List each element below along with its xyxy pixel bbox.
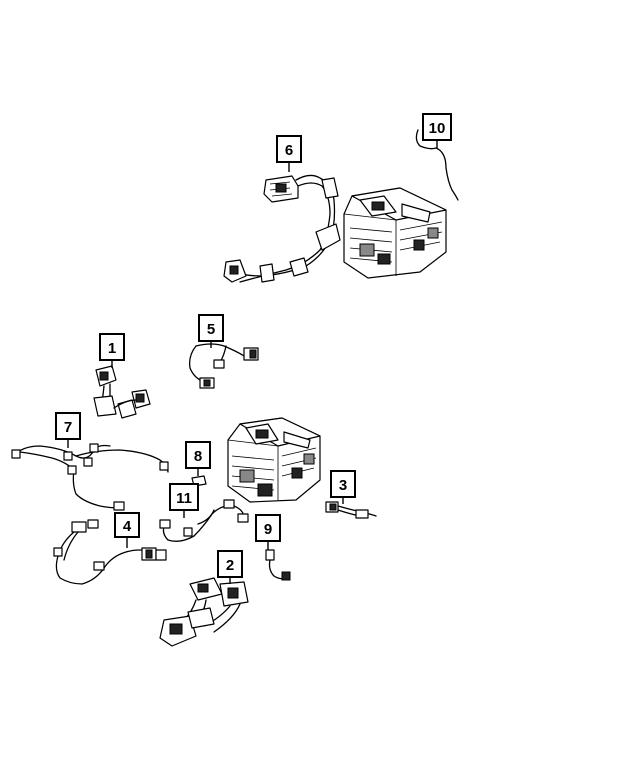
callout-8-label: 8 (194, 448, 202, 465)
callout-11-label: 11 (176, 490, 192, 507)
callout-9: 9 (255, 514, 281, 542)
callout-2-label: 2 (226, 557, 234, 574)
part-1-harness (93, 365, 151, 419)
callout-9-label: 9 (264, 521, 272, 538)
callout-5: 5 (198, 314, 224, 342)
callout-6: 6 (276, 135, 302, 163)
callout-2: 2 (217, 550, 243, 578)
leader-lines (67, 140, 438, 584)
part-6-harness (223, 174, 341, 283)
callout-1-label: 1 (108, 340, 116, 357)
callout-4-label: 4 (123, 518, 132, 535)
lower-power-module (227, 417, 321, 503)
callout-7: 7 (55, 412, 81, 440)
part-7-harness (11, 443, 169, 511)
callout-7-label: 7 (64, 419, 72, 436)
callout-8: 8 (185, 441, 211, 469)
callout-4: 4 (114, 512, 140, 538)
callout-3-label: 3 (339, 477, 347, 494)
part-5-harness (188, 343, 259, 389)
part-4-harness (53, 519, 167, 585)
part-2-assembly (159, 577, 249, 647)
part-11-harness (159, 499, 249, 542)
callout-10: 10 (422, 113, 452, 141)
callout-5-label: 5 (207, 321, 215, 338)
callout-6-label: 6 (285, 142, 293, 159)
part-9-sensor (265, 549, 291, 581)
callout-10-label: 10 (429, 120, 446, 137)
upper-power-module (343, 187, 447, 279)
part-10-hose (415, 129, 459, 201)
callout-1: 1 (99, 333, 125, 361)
callout-11: 11 (169, 483, 199, 511)
part-3-harness (325, 501, 377, 519)
callout-3: 3 (330, 470, 356, 498)
